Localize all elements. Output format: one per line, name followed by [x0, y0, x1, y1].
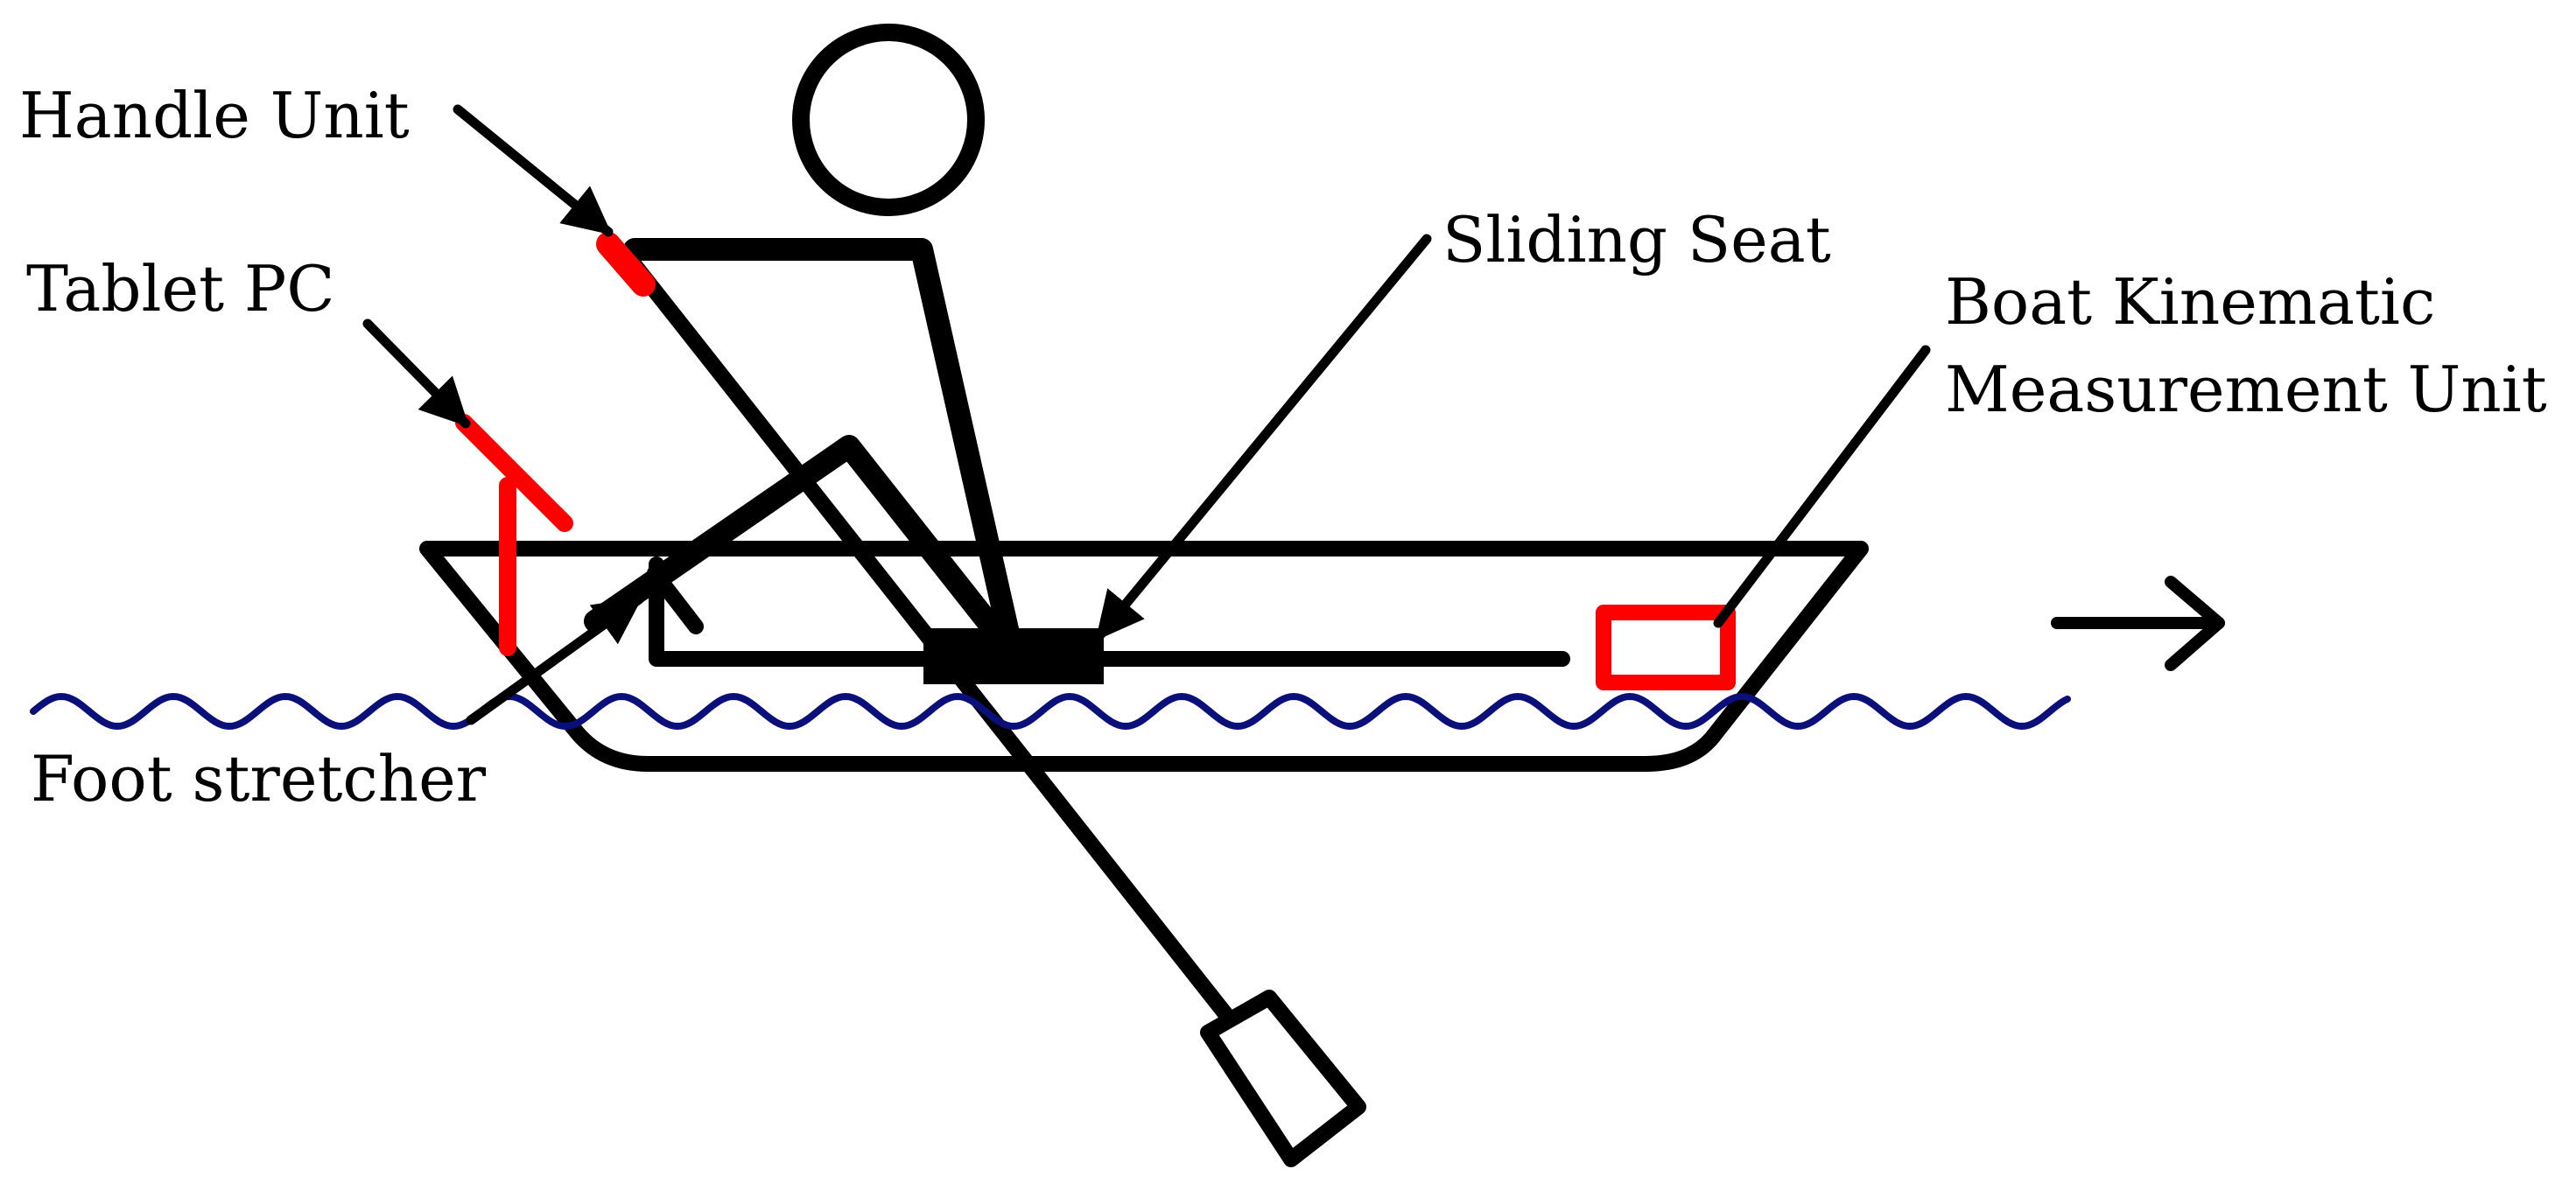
label-foot-stretcher: Foot stretcher — [31, 742, 487, 816]
boat-hull — [419, 541, 1869, 772]
water-line — [30, 692, 2071, 731]
label-boat-kinematic-line2: Measurement Unit — [1945, 353, 2547, 426]
rower-arm-torso — [623, 238, 1021, 648]
rower-leg — [584, 435, 1011, 648]
label-sliding-seat: Sliding Seat — [1442, 203, 1831, 276]
rower-head — [792, 24, 985, 216]
boat-kinematic-measurement-unit-box — [1596, 605, 1736, 690]
boat-kinematic-arrow — [1713, 345, 1931, 628]
oar-blade — [1200, 990, 1366, 1167]
sliding-seat — [923, 628, 1104, 684]
slide-rail — [649, 556, 1570, 667]
tablet-pc-arrow — [362, 318, 471, 429]
label-boat-kinematic-line1: Boat Kinematic — [1945, 265, 2435, 339]
label-handle-unit: Handle Unit — [19, 79, 410, 152]
tablet-pc-mount — [455, 414, 573, 656]
sliding-seat-arrow — [1093, 234, 1432, 642]
foot-stretcher-arrow — [466, 594, 644, 725]
arrow-right-icon — [2051, 576, 2225, 671]
label-tablet-pc: Tablet PC — [26, 252, 334, 326]
handle-unit-arrow — [453, 104, 614, 237]
handle-unit-sensor — [596, 232, 656, 297]
